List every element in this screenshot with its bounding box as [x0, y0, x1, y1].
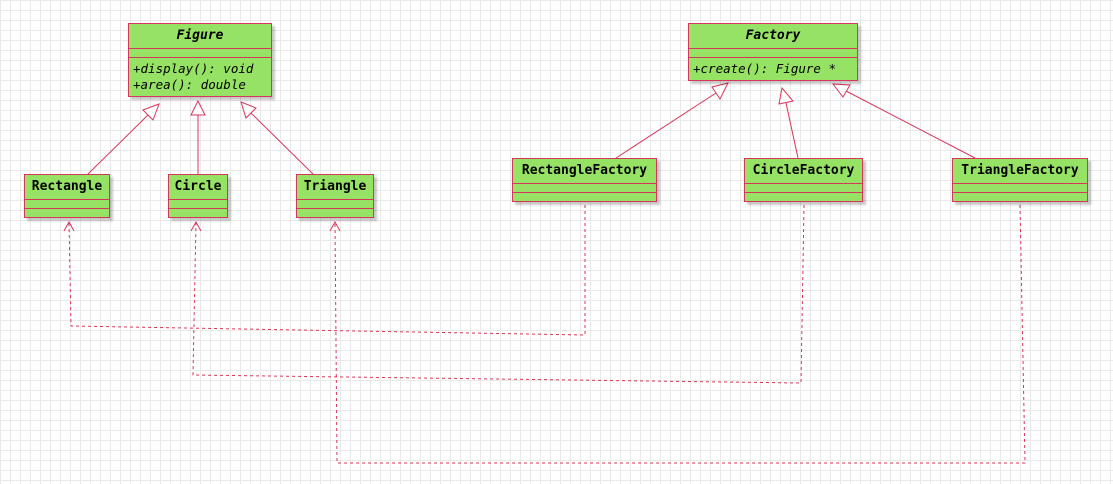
class-name: TriangleFactory: [961, 163, 1079, 178]
generalization-rectanglefactory-factory[interactable]: [615, 82, 729, 159]
class-name: RectangleFactory: [521, 163, 648, 178]
class-name: Rectangle: [31, 179, 103, 194]
operation: +create(): Figure *: [693, 61, 836, 76]
class-name: Factory: [745, 28, 801, 43]
attributes-compartment: [745, 183, 862, 192]
generalization-circle-figure[interactable]: [190, 99, 206, 174]
class-rectangle-factory[interactable]: RectangleFactory: [512, 158, 657, 202]
operations-compartment: [745, 192, 862, 201]
class-name: CircleFactory: [752, 163, 855, 178]
class-triangle-factory[interactable]: TriangleFactory: [952, 158, 1088, 202]
operations-compartment: [953, 192, 1087, 201]
operations-compartment: [25, 208, 109, 217]
operations-compartment: [513, 192, 656, 201]
class-name: Figure: [176, 28, 224, 43]
dependency-rectanglefactory-rectangle[interactable]: [63, 205, 586, 336]
operation: +display(): void: [133, 61, 254, 76]
generalization-triangle-figure[interactable]: [240, 101, 314, 175]
operations-compartment: [169, 208, 227, 217]
generalization-trianglefactory-factory[interactable]: [831, 83, 976, 159]
attributes-compartment: [297, 199, 373, 208]
class-figure[interactable]: Figure +display(): void +area(): double: [128, 23, 272, 97]
attributes-compartment: [953, 183, 1087, 192]
attributes-compartment: [689, 48, 857, 57]
operations-compartment: [297, 208, 373, 217]
class-circle-factory[interactable]: CircleFactory: [744, 158, 863, 202]
class-name: Circle: [174, 179, 222, 194]
class-rectangle[interactable]: Rectangle: [24, 174, 110, 218]
dependency-trianglefactory-triangle[interactable]: [329, 204, 1026, 464]
operation: +area(): double: [133, 77, 246, 92]
class-triangle[interactable]: Triangle: [296, 174, 374, 218]
operations-compartment: +create(): Figure *: [689, 57, 857, 80]
attributes-compartment: [513, 183, 656, 192]
generalization-rectangle-figure[interactable]: [87, 103, 160, 175]
operations-compartment: +display(): void +area(): double: [129, 57, 271, 96]
class-circle[interactable]: Circle: [168, 174, 228, 218]
generalization-circlefactory-factory[interactable]: [778, 86, 799, 159]
attributes-compartment: [169, 199, 227, 208]
dependency-circlefactory-circle[interactable]: [190, 204, 805, 384]
class-factory[interactable]: Factory +create(): Figure *: [688, 23, 858, 81]
attributes-compartment: [25, 199, 109, 208]
attributes-compartment: [129, 48, 271, 57]
class-name: Triangle: [303, 179, 367, 194]
